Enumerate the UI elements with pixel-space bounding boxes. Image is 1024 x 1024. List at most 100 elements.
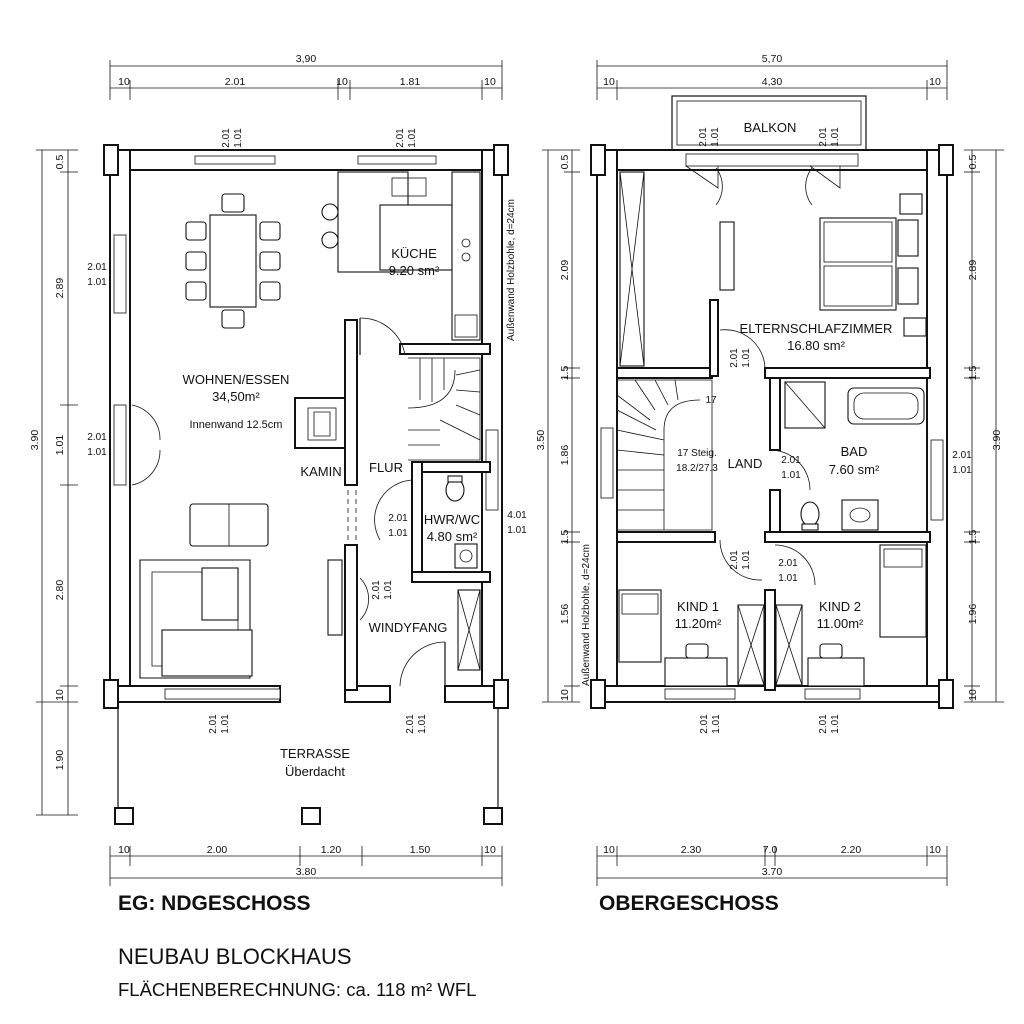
- room-label-terrasse: TERRASSE: [280, 746, 350, 761]
- window-tag: 2.01: [781, 455, 801, 466]
- dim-eg-top-total: 3,90: [296, 53, 317, 65]
- window-tag-b: 1.01: [741, 348, 752, 368]
- eg-title: EG: NDGESCHOSS: [118, 892, 311, 915]
- dim-og-right-total: 3.90: [991, 430, 1003, 451]
- dim-og-right-part: 2.89: [967, 260, 979, 281]
- window-tag: 2.01: [221, 128, 232, 148]
- terrace: [114, 708, 503, 825]
- room-label-kamin: KAMIN: [300, 464, 341, 479]
- dim-eg-top-part: 10: [484, 76, 496, 88]
- window-tag: 2.01: [818, 714, 829, 734]
- eg-window-tags: 2.01 1.01 2.01 1.01 2.01 1.01 2.01 1.01 …: [87, 128, 527, 734]
- window-tag-b: 1.01: [87, 277, 107, 288]
- dim-og-left-part: 1.5: [559, 530, 571, 545]
- room-label-kind1: KIND 1: [677, 599, 719, 614]
- room-area-kind2: 11.00m²: [817, 616, 864, 631]
- room-label-eltern: ELTERNSCHLAFZIMMER: [740, 321, 893, 336]
- room-label-kind2: KIND 2: [819, 599, 861, 614]
- dim-eg-left-part: 10: [54, 689, 66, 701]
- dim-og-top-part: 4,30: [762, 76, 783, 88]
- eg-doors: [131, 317, 446, 687]
- balcony: [671, 95, 867, 151]
- wardrobe-eltern: [619, 171, 645, 367]
- window-tag-b: 1.01: [407, 128, 418, 148]
- wc-fixtures: [445, 475, 481, 671]
- window-tag-b: 1.01: [710, 127, 721, 147]
- dim-eg-bottom-part: 10: [118, 844, 130, 856]
- room-label-wohnen: WOHNEN/ESSEN: [183, 372, 290, 387]
- dim-eg-top-part: 10: [118, 76, 130, 88]
- room-area-eltern: 16.80 sm²: [787, 338, 845, 353]
- dim-eg-left-part: 0.5: [54, 155, 66, 170]
- label-innenwand: Innenwand 12.5cm: [190, 419, 283, 431]
- fireplace: [307, 407, 337, 441]
- room-area-kind1: 11.20m²: [675, 616, 722, 631]
- eg-room-labels: WOHNEN/ESSEN 34,50m² Innenwand 12.5cm KA…: [183, 199, 517, 779]
- window-tag: 2.01: [87, 432, 107, 443]
- dim-eg-bottom-part: 1.50: [410, 844, 431, 856]
- dim-og-bottom-part: 2.30: [681, 844, 702, 856]
- window-tag-b: 1.01: [741, 550, 752, 570]
- label-steig-ratio: 18.2/27.3: [676, 463, 718, 474]
- dining-table: [185, 193, 281, 329]
- dim-og-top-part: 10: [929, 76, 941, 88]
- dim-eg-left-part: 2.89: [54, 278, 66, 299]
- window-tag-b: 1.01: [711, 714, 722, 734]
- dim-og-left-total: 3.50: [535, 430, 547, 451]
- room-label-windfang: WINDYFANG: [369, 620, 448, 635]
- window-tag: 2.01: [208, 714, 219, 734]
- room-sub-terrasse: Überdacht: [285, 764, 345, 779]
- og-doors: [685, 165, 841, 586]
- dim-og-right-part: 10: [967, 689, 979, 701]
- staircase-eg: [407, 357, 481, 461]
- dim-og-bottom-part: 7.0: [763, 844, 778, 856]
- label-aussenwand-og: Außenwand Holzbohle, d=24cm: [581, 544, 592, 686]
- wardrobe-windfang: [327, 559, 343, 636]
- window-tag-b: 1.01: [87, 447, 107, 458]
- window-tag: 2.01: [698, 127, 709, 147]
- dim-eg-left-part: 2.80: [54, 580, 66, 601]
- window-tag-b: 1.01: [830, 127, 841, 147]
- kitchen-counter: [321, 171, 481, 341]
- room-area-kueche: 9.20 sm²: [389, 263, 440, 278]
- window-tag: 2.01: [778, 558, 798, 569]
- eg-dimensions: 3,90 10 2.01 10 1.81 10 10 2.00 1.20 1.5…: [29, 53, 503, 886]
- dim-og-right-part: 0.5: [967, 155, 979, 170]
- window-tag-b: 1.01: [417, 714, 428, 734]
- dim-og-left-part: 2.09: [559, 260, 571, 281]
- room-label-balkon: BALKON: [744, 120, 797, 135]
- sofa-set: [139, 503, 269, 679]
- project-area-calc: FLÄCHENBERECHNUNG: ca. 118 m² WFL: [118, 979, 476, 1000]
- window-tag-b: 1.01: [220, 714, 231, 734]
- dim-eg-left-part: 1.01: [54, 435, 66, 456]
- window-tag: 2.01: [729, 348, 740, 368]
- dim-og-top-total: 5,70: [762, 53, 783, 65]
- room-area-bad: 7.60 sm²: [829, 462, 880, 477]
- bathroom-fixtures: [784, 381, 925, 531]
- dim-og-left-part: 0.5: [559, 155, 571, 170]
- eg-interior-walls: [294, 319, 491, 691]
- dim-og-right-part: 1.96: [967, 604, 979, 625]
- eg-plan: WOHNEN/ESSEN 34,50m² Innenwand 12.5cm KA…: [29, 53, 527, 886]
- dim-eg-bottom-part: 10: [484, 844, 496, 856]
- window-tag: 2.01: [405, 714, 416, 734]
- dim-og-bottom-total: 3.70: [762, 866, 783, 878]
- staircase-og: [616, 379, 713, 531]
- og-interior-walls: [616, 299, 931, 691]
- dim-eg-left-terrace: 1.90: [54, 750, 66, 771]
- double-bed: [819, 193, 927, 337]
- window-tag: 4.01: [507, 510, 527, 521]
- dim-og-left-part: 10: [559, 689, 571, 701]
- dim-og-top-part: 10: [603, 76, 615, 88]
- dim-og-left-part: 1.5: [559, 366, 571, 381]
- window-tag-b: 1.01: [952, 465, 972, 476]
- dim-og-right-part: 1.5: [967, 366, 979, 381]
- room-label-land: LAND: [728, 456, 763, 471]
- og-plan: BALKON ELTERNSCHLAFZIMMER 16.80 sm² 17 1…: [535, 53, 1004, 886]
- og-window-tags: 2.01 1.01 2.01 1.01 2.01 1.01 2.01 1.01 …: [698, 127, 972, 734]
- dim-eg-bottom-part: 2.00: [207, 844, 228, 856]
- window-tag: 2.01: [729, 550, 740, 570]
- dim-eg-left-total: 3.90: [29, 430, 41, 451]
- window-tag: 2.01: [699, 714, 710, 734]
